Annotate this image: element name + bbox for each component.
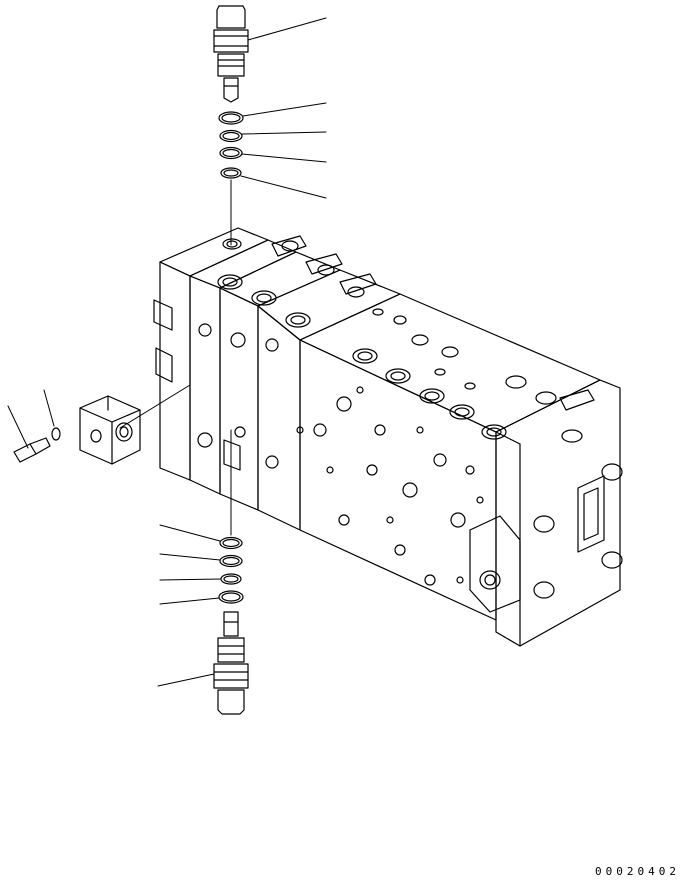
lower-o-ring-1 [220,538,242,549]
control-valve-body [154,228,622,646]
washer [52,428,60,440]
upper-o-rings [219,112,243,178]
upper-o-ring-1 [219,112,243,124]
assembly-axis-lines [120,180,231,535]
lower-o-ring-2 [220,556,242,567]
lower-valve-cartridge [214,612,248,714]
upper-valve-cartridge [214,6,248,102]
leader-lines [8,18,326,686]
lower-o-ring-4 [219,591,243,603]
upper-o-ring-2 [220,131,242,142]
drawing-code: 00020402 [595,865,680,878]
upper-o-ring-3 [220,148,242,159]
upper-o-ring-4 [221,168,241,178]
bolt [14,438,50,462]
side-cover-block [80,396,140,464]
lower-o-rings [219,538,243,604]
